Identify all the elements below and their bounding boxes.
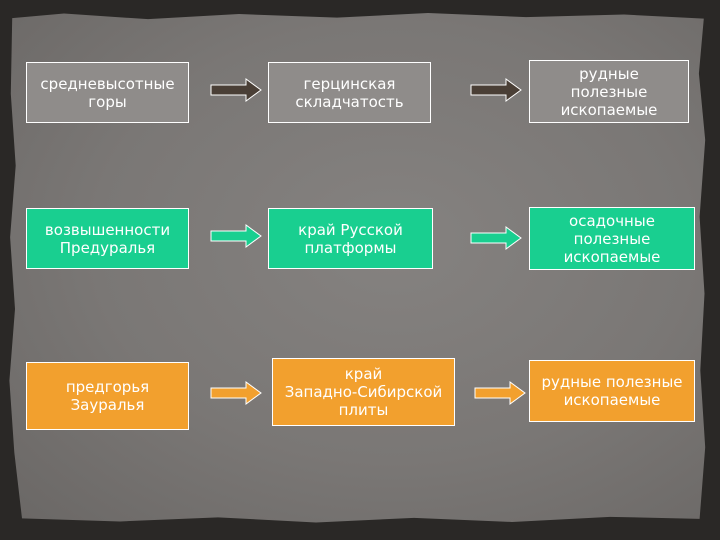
row1-arrow-2	[470, 78, 522, 102]
row1-structure-box: герцинская складчатость	[268, 62, 431, 123]
row1-arrow-1	[210, 78, 262, 102]
row2-cause-box: возвышенности Предуралья	[26, 208, 189, 269]
row2-arrow-2	[470, 226, 522, 250]
row3-structure-box: край Западно-Сибирской плиты	[272, 358, 455, 426]
row2-structure-box: край Русской платформы	[268, 208, 433, 269]
row1-minerals-box: рудные полезные ископаемые	[529, 60, 689, 123]
row3-cause-box: предгорья Зауралья	[26, 362, 189, 430]
row2-arrow-1	[210, 224, 262, 248]
row1-cause-box: средневысотные горы	[26, 62, 189, 123]
row2-minerals-box: осадочные полезные ископаемые	[529, 207, 695, 270]
row3-arrow-2	[474, 381, 526, 405]
row3-minerals-box: рудные полезные ископаемые	[529, 360, 695, 422]
row3-arrow-1	[210, 381, 262, 405]
